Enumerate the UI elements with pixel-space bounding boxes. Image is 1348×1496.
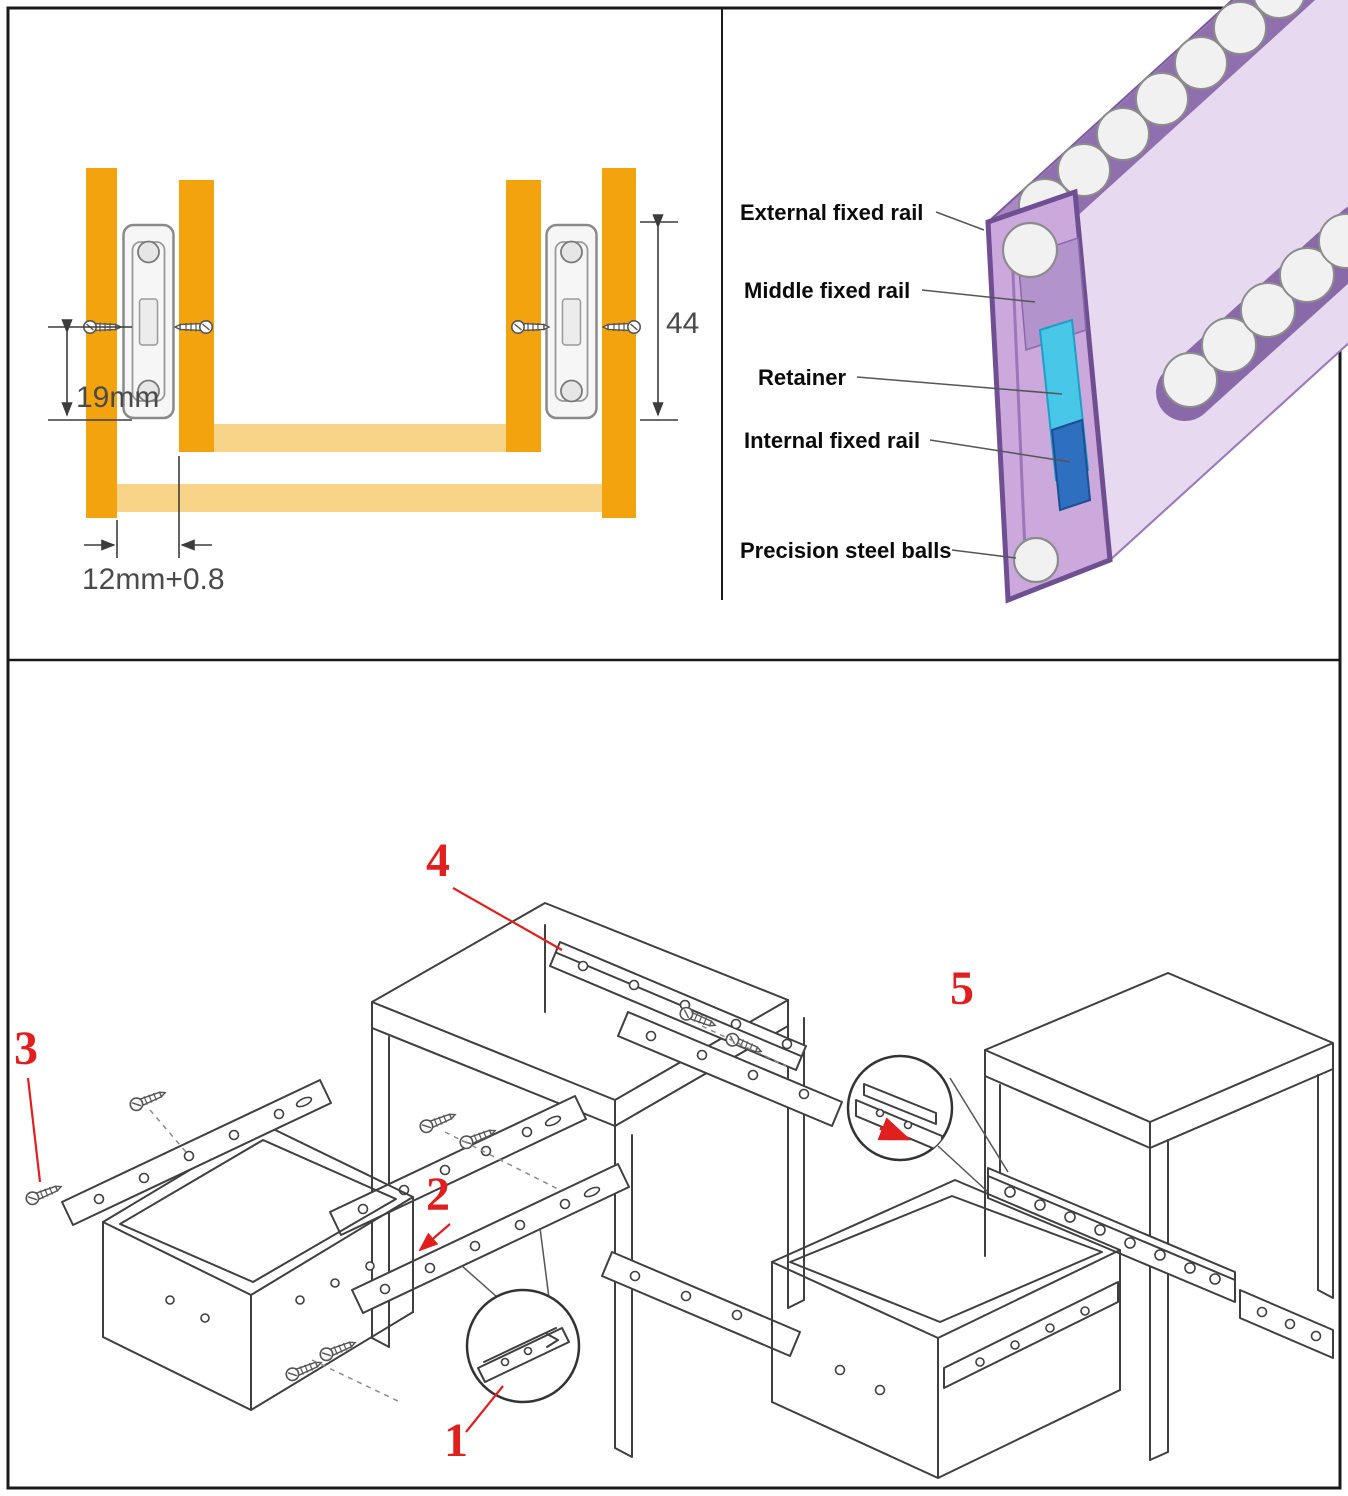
step-number-2: 2	[426, 1168, 450, 1221]
drawer-bottom-board	[214, 424, 506, 452]
cabinet-slide-rail-far	[1239, 1289, 1334, 1359]
cabinet-slide-rail	[987, 1167, 1236, 1303]
step3-leader	[26, 1077, 42, 1183]
label-external-fixed-rail: External fixed rail	[740, 200, 923, 225]
step1-leader	[465, 1385, 504, 1433]
label-retainer: Retainer	[758, 365, 846, 390]
cabinet-side-panel-right	[602, 168, 636, 518]
magnifier-detail-5	[846, 1054, 1009, 1193]
slide-rail-step4	[549, 941, 807, 1071]
steel-ball-face-bottom	[1012, 536, 1060, 584]
dim-bottom-clearance: 12mm+0.8	[82, 563, 225, 596]
steel-ball-row-middle	[1162, 213, 1348, 408]
slide-rail-step3	[61, 1079, 332, 1226]
step4-leader	[452, 887, 563, 951]
dimension-44: 44	[640, 214, 699, 421]
slide-cross-section-right	[545, 223, 598, 420]
cut-face-contour	[1010, 249, 1028, 576]
step-number-1: 1	[444, 1414, 468, 1467]
drawer-box-right	[771, 1179, 1121, 1479]
cabinet-side-panel-left	[86, 168, 117, 518]
dimension-19mm: 19mm	[48, 319, 159, 421]
cabinet-frame-right	[984, 972, 1334, 1461]
slide-rail-inner-top	[617, 1011, 843, 1127]
magnifier-detail-1	[461, 1227, 581, 1404]
label-precision-steel-balls: Precision steel balls	[740, 538, 952, 563]
step-number-5: 5	[950, 962, 974, 1015]
step-number-4: 4	[426, 834, 450, 887]
cutaway-labels: External fixed rail Middle fixed rail Re…	[740, 200, 1071, 563]
label-internal-fixed-rail: Internal fixed rail	[744, 428, 920, 453]
cutaway-diagram: External fixed rail Middle fixed rail Re…	[740, 0, 1348, 604]
cross-section-diagram: 19mm 44 12mm+0.8	[48, 168, 699, 596]
dim-rail-height: 44	[666, 307, 699, 340]
drawer-side-panel-right	[506, 180, 541, 452]
step-number-3: 3	[14, 1022, 38, 1075]
cabinet-bottom-board	[117, 484, 602, 512]
label-middle-fixed-rail: Middle fixed rail	[744, 278, 910, 303]
installation-diagram-assembled: 5	[771, 962, 1334, 1479]
steel-ball-face-top	[1001, 221, 1059, 279]
slide-rail-step2	[351, 1163, 630, 1314]
internal-rail-section	[1050, 418, 1092, 512]
slide-rail-lower	[601, 1251, 801, 1357]
installation-diagram-exploded: 4 3 2 1	[14, 834, 843, 1467]
insert-direction-arrow	[877, 1117, 912, 1141]
drawer-side-panel-left	[179, 180, 214, 452]
dimension-12mm: 12mm+0.8	[82, 456, 225, 596]
dim-side-clearance: 19mm	[76, 381, 159, 414]
drawer-slide-strip	[943, 1281, 1119, 1389]
drawer-box	[102, 1124, 414, 1411]
step2-arrow	[418, 1223, 451, 1252]
alignment-dashes	[149, 1025, 787, 1403]
